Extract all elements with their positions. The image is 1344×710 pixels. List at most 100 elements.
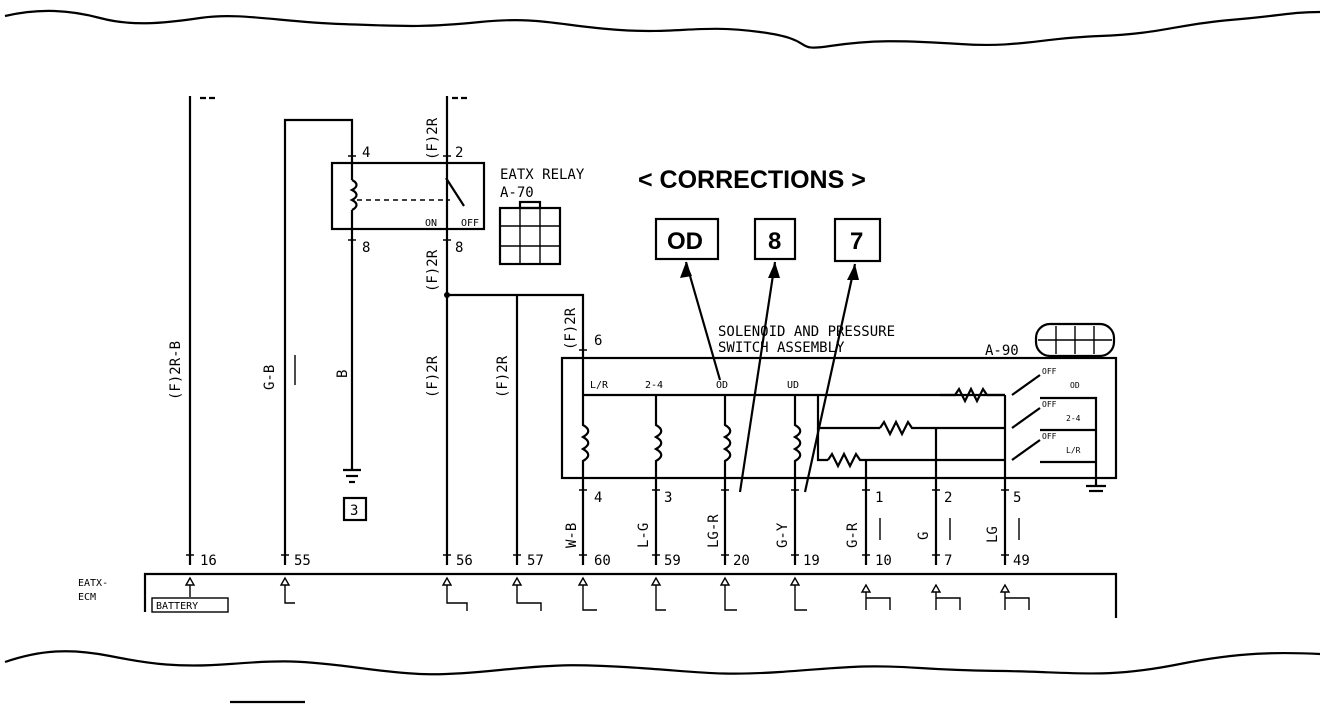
resistor-icon [940,386,1005,404]
ecm-pin-49: 49 [1013,553,1030,569]
ecm-pin-19: 19 [803,553,820,569]
relay-on-label: ON [425,218,437,229]
lower-color-gr: G-R [845,522,861,548]
wire-label-b: B [335,370,351,378]
pressure-switch-lr: OFF L/R [1011,432,1081,461]
ecm-pin-10: 10 [875,553,892,569]
svg-text:OD: OD [1070,381,1080,390]
lower-color-wb: W-B [564,523,580,548]
relay-pin-right-top: 2 [455,145,463,161]
ecm-pin-20: 20 [733,553,750,569]
solenoid-od: OD [716,380,732,565]
svg-text:2-4: 2-4 [1066,414,1081,423]
solenoid-connector-icon [1034,322,1116,358]
lower-pin-lg: 3 [664,490,672,506]
svg-text:OD: OD [716,380,728,391]
switch-common [1040,396,1098,478]
svg-text:OFF: OFF [1042,432,1057,441]
lower-pin-wb: 4 [594,490,602,506]
corrections-title: < CORRECTIONS > [638,166,866,194]
relay-pin-left-bottom: 8 [362,240,370,256]
wire-label-f2r-mid: (F)2R [425,249,441,292]
ecm-pin-56: 56 [456,553,473,569]
ecm-pin-59: 59 [664,553,681,569]
solenoid-24: 2-4 [645,380,663,565]
ecm-terminals [184,576,1030,611]
svg-text:OFF: OFF [1042,367,1057,376]
wire-gb [283,118,354,565]
correction-label-8: 8 [768,228,781,255]
wire-label-f2r-sol: (F)2R [563,307,579,350]
ecm-box [143,572,1118,618]
ecm-pin-55: 55 [294,553,311,569]
relay-contact [445,177,465,207]
wire-label-f2r-57: (F)2R [495,355,511,398]
lower-color-lg: L-G [636,523,652,548]
relay-connector-id: A-70 [500,185,534,201]
relay-off-label: OFF [461,218,479,229]
ecm-label-line1: EATX- [78,578,108,589]
lower-pin-gr: 1 [875,490,883,506]
lower-color-lgr: LG-R [706,514,722,548]
relay-connector-icon [498,200,562,266]
ground-box-label: 3 [350,503,358,519]
arrowhead-icon [680,262,692,278]
wire-label-f2rb: (F)2R-B [168,341,184,400]
svg-text:UD: UD [787,380,799,391]
pressure-switch-24: OFF 2-4 [1011,400,1081,429]
switch-line-lr [816,428,828,462]
correction-arrow-8 [738,261,777,493]
correction-label-7: 7 [850,228,863,255]
svg-text:2-4: 2-4 [645,380,663,391]
ecm-pin-60: 60 [594,553,611,569]
relay-box [330,161,486,231]
pressure-switch-od: OFF OD [1011,367,1080,396]
solenoid-top-pin: 6 [594,333,602,349]
lower-color-lgg: LG [985,526,1001,543]
solenoid-title-line2: SWITCH ASSEMBLY [718,340,845,356]
relay-pin-left-top: 4 [362,145,370,161]
battery-label: BATTERY [156,601,198,612]
solenoid-ud: UD [787,380,802,565]
solenoid-title-line1: SOLENOID AND PRESSURE [718,324,895,340]
relay-title: EATX RELAY [500,167,585,183]
resistor-icon [827,451,1005,469]
switch-line-24 [816,395,880,430]
lower-pin-g: 2 [944,490,952,506]
bottom-torn-edge [4,650,1321,676]
wire-label-gb: G-B [262,365,278,390]
ground-icon [343,468,361,484]
connector-ticks [186,155,1009,556]
svg-text:OFF: OFF [1042,400,1057,409]
svg-text:L/R: L/R [590,380,609,391]
lower-color-gy: G-Y [775,522,791,548]
correction-arrow-od [684,261,722,381]
correction-label-od: OD [667,228,703,255]
relay-coil [349,179,358,211]
ecm-pin-7: 7 [944,553,952,569]
solenoid-lr: L/R [580,380,609,565]
lower-pin-lgg: 5 [1013,490,1021,506]
svg-text:L/R: L/R [1066,446,1081,455]
ground-box [342,496,368,522]
resistor-icon [879,419,1005,437]
correction-box-od [654,217,720,261]
wire-label-f2r-top: (F)2R [425,117,441,160]
solenoid-connector-id: A-90 [985,343,1019,359]
arrowhead-icon [847,264,859,280]
lower-color-g: G [916,532,932,540]
arrowhead-icon [768,262,780,278]
ecm-pin-16: 16 [200,553,217,569]
relay-pin-right-bottom: 8 [455,240,463,256]
correction-box-8 [753,217,797,261]
solenoid-assembly-box [560,356,1118,480]
wire-f2r-branch [447,293,585,355]
battery-box [151,597,229,613]
ground-icon [1086,478,1106,493]
correction-arrow-7 [803,263,857,493]
ecm-pin-57: 57 [527,553,544,569]
top-torn-edge [4,9,1321,49]
ecm-label-line2: ECM [78,592,96,603]
correction-box-7 [833,217,882,263]
